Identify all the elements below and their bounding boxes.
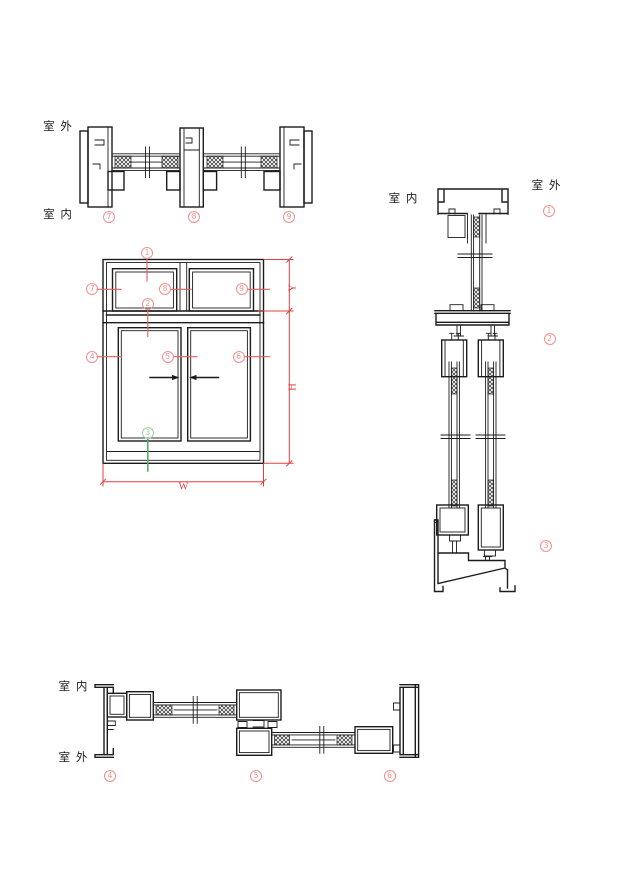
jamb-profile-7 [79, 126, 125, 208]
dim-label-height: H [287, 382, 299, 391]
marker-3-vertical-section: 3 [540, 540, 552, 552]
glazing-right-bay [202, 146, 281, 178]
marker-9-top-section: 9 [283, 211, 295, 223]
glazing-left-bay [111, 146, 181, 178]
outdoor-label-bottom-section: 室 外 [58, 750, 89, 764]
marker-2-vertical-section: 2 [543, 333, 556, 345]
marker-4-elevation: 4 [86, 350, 99, 363]
window-frame [102, 258, 265, 465]
transom-bar [102, 310, 265, 324]
marker-1-elevation: 1 [141, 246, 153, 259]
marker-7-top-section: 7 [103, 211, 115, 223]
sliding-sashes [117, 327, 252, 442]
marker-5-bottom-section: 5 [250, 769, 262, 782]
marker-8-elevation: 8 [159, 283, 171, 296]
slide-arrow-left [189, 374, 197, 381]
jamb-profile-6 [393, 684, 420, 758]
sash-bottom-rails [436, 504, 504, 557]
indoor-label-top-section: 室 内 [43, 207, 73, 221]
vertical-section-view [425, 183, 525, 603]
elevation-drawing [96, 256, 294, 487]
bottom-section-drawing [94, 684, 420, 758]
marker-5-elevation: 5 [161, 350, 174, 363]
sash-glazing-vertical [440, 361, 506, 509]
marker-7-elevation: 7 [86, 283, 99, 296]
window-elevation-view [85, 245, 310, 500]
marker-1-vertical-section: 1 [543, 205, 555, 217]
marker-4-bottom-section: 4 [104, 769, 116, 782]
dim-label-top-height: Y [287, 284, 299, 292]
head-frame-profile [437, 188, 509, 244]
transom-profile [434, 304, 511, 337]
marker-2-elevation: 2 [141, 297, 154, 310]
jamb-profile-9 [263, 126, 313, 208]
dim-label-width: W [178, 481, 189, 492]
top-horizontal-section-view [40, 115, 330, 230]
indoor-label-vertical-section: 室 内 [388, 190, 419, 205]
slide-arrow-right [172, 374, 180, 381]
indoor-label-bottom-section: 室 内 [58, 678, 89, 693]
marker-6-elevation: 6 [232, 350, 245, 363]
red-leader-lines [96, 258, 270, 358]
sash-top-rails [441, 332, 504, 378]
vertical-section-drawing [433, 188, 516, 593]
bottom-horizontal-section-view [50, 675, 430, 770]
meeting-stile-interlock [237, 720, 278, 728]
marker-3-elevation: 3 [141, 427, 154, 439]
inner-sash [125, 689, 282, 724]
top-section-drawing [79, 126, 313, 208]
marker-9-elevation: 9 [235, 283, 248, 296]
mullion-profile-8 [165, 127, 218, 208]
dimension-lines [99, 256, 294, 487]
outdoor-label-vertical-section: 室 外 [531, 178, 562, 192]
marker-6-bottom-section: 6 [383, 769, 396, 782]
sill-profile [433, 519, 516, 593]
marker-8-top-section: 8 [188, 211, 200, 223]
outdoor-label-top-section: 室 外 [43, 118, 73, 133]
fixed-lights [111, 262, 255, 312]
fixed-glazing-vertical [457, 214, 493, 312]
outer-sash [235, 726, 394, 756]
jamb-profile-4 [94, 684, 128, 758]
